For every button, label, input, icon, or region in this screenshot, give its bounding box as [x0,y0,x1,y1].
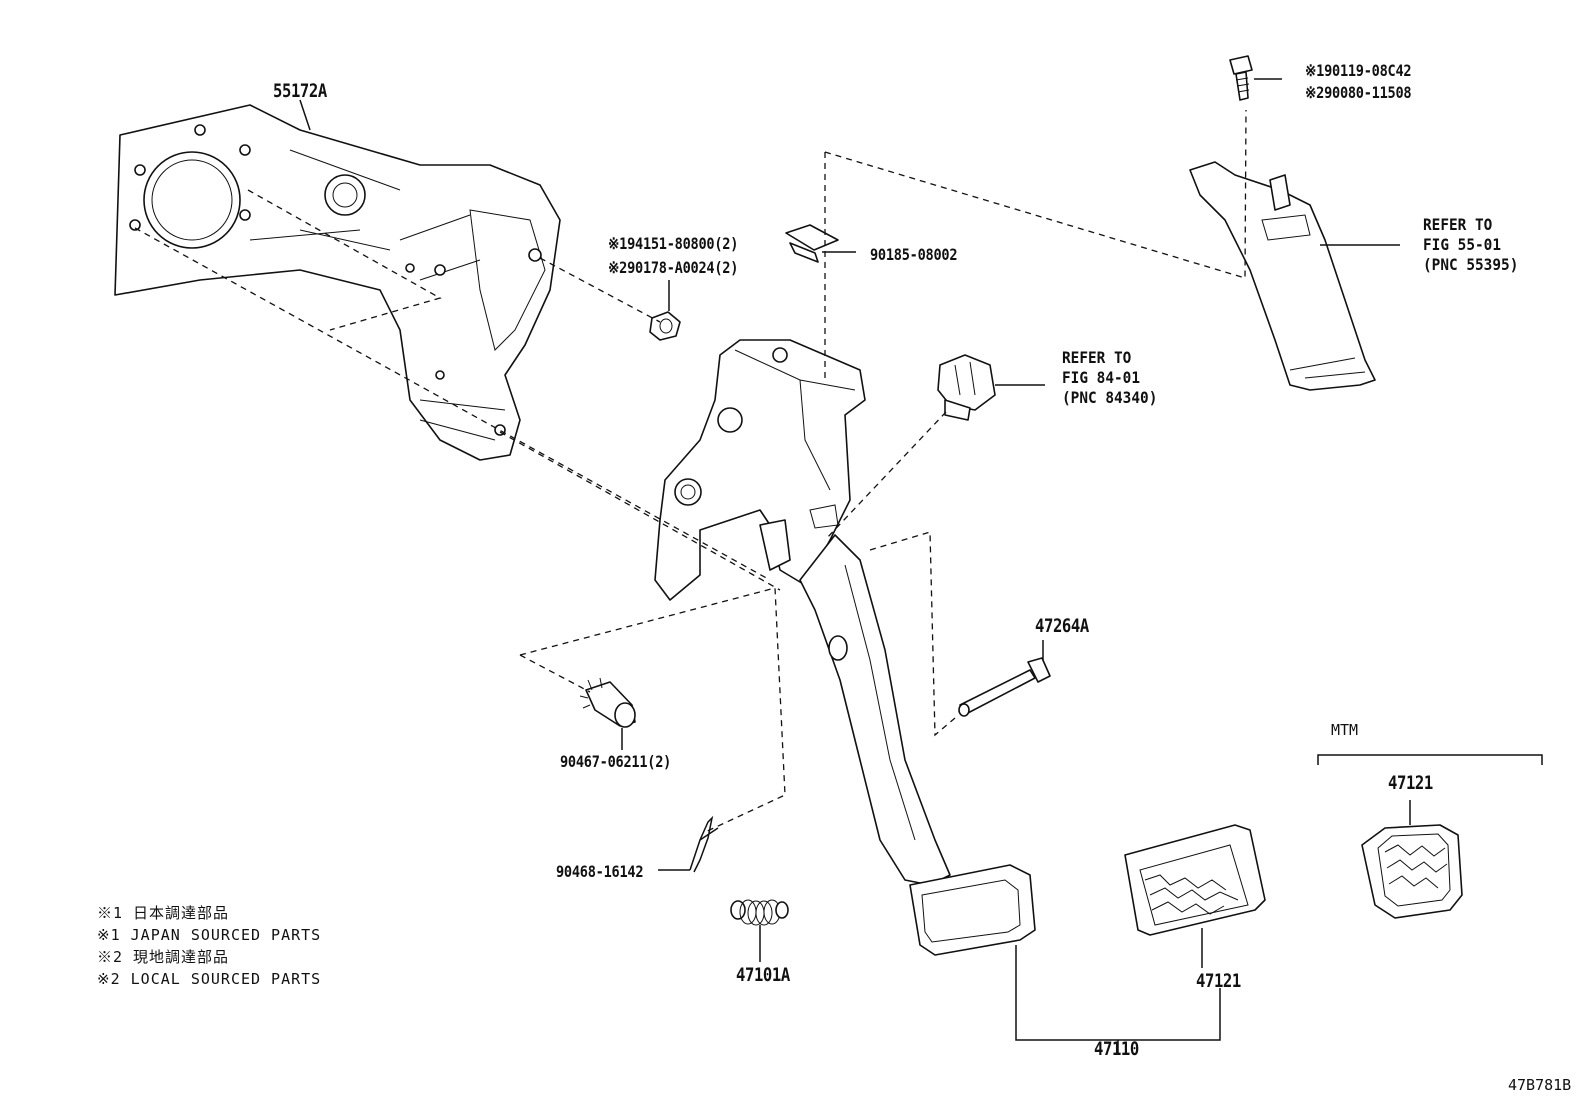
bolt-47264a [958,657,1051,717]
label-47101a: 47101A [736,964,790,986]
label-47121-mtm: 47121 [1388,772,1433,794]
refer-84-line-1: REFER TO [1062,348,1132,367]
label-55172a: 55172A [273,80,327,102]
leader-lines [299,78,1543,1055]
pedal-arm [799,534,1036,956]
label-47110: 47110 [1094,1038,1139,1060]
legend-line-3: ※2 現地調達部品 [97,948,230,966]
legend: ※1 日本調達部品 ※1 JAPAN SOURCED PARTS ※2 現地調達… [97,902,321,990]
label-mtm: MTM [1331,721,1359,739]
clip-90468 [689,815,719,873]
drawing-code: 47B781B [1508,1076,1572,1094]
label-90467-06211: 90467-06211(2) [560,752,672,771]
bolt-note-1: ※194151-80800(2) [608,234,739,253]
refer-55-line-1: REFER TO [1423,215,1493,234]
pedal-support-bracket [654,339,866,601]
cover-bracket [1189,161,1376,391]
refer-55-line-2: FIG 55-01 [1423,235,1502,254]
spring-47101a [730,899,789,926]
legend-line-2: ※1 JAPAN SOURCED PARTS [97,926,322,944]
legend-line-4: ※2 LOCAL SOURCED PARTS [97,970,322,988]
nut-90185 [785,224,839,263]
refer-84-line-2: FIG 84-01 [1062,368,1141,387]
screw-note-2: ※290080-11508 [1305,83,1412,102]
legend-line-1: ※1 日本調達部品 [97,904,230,922]
pedal-pad-main [1124,824,1266,936]
label-90468-16142: 90468-16142 [556,862,644,881]
stop-lamp-switch [937,354,996,421]
refer-fig-55-01: REFER TO FIG 55-01 (PNC 55395) [1423,215,1518,275]
screw-top [1229,55,1253,101]
bolt-note-2: ※290178-A0024(2) [608,258,739,277]
assembly-lines [134,109,1247,834]
bracket-55172a [114,104,561,461]
refer-fig-84-01: REFER TO FIG 84-01 (PNC 84340) [1062,348,1157,408]
bolt-194151 [649,311,681,341]
screw-note-1: ※190119-08C42 [1305,61,1412,80]
pedal-pad-mtm [1361,824,1463,919]
label-47121-main: 47121 [1196,970,1241,992]
refer-55-line-3: (PNC 55395) [1423,255,1519,274]
bushing-90467 [579,677,636,728]
label-90185-08002: 90185-08002 [870,245,958,264]
label-47264a: 47264A [1035,615,1089,637]
refer-84-line-3: (PNC 84340) [1062,388,1158,407]
